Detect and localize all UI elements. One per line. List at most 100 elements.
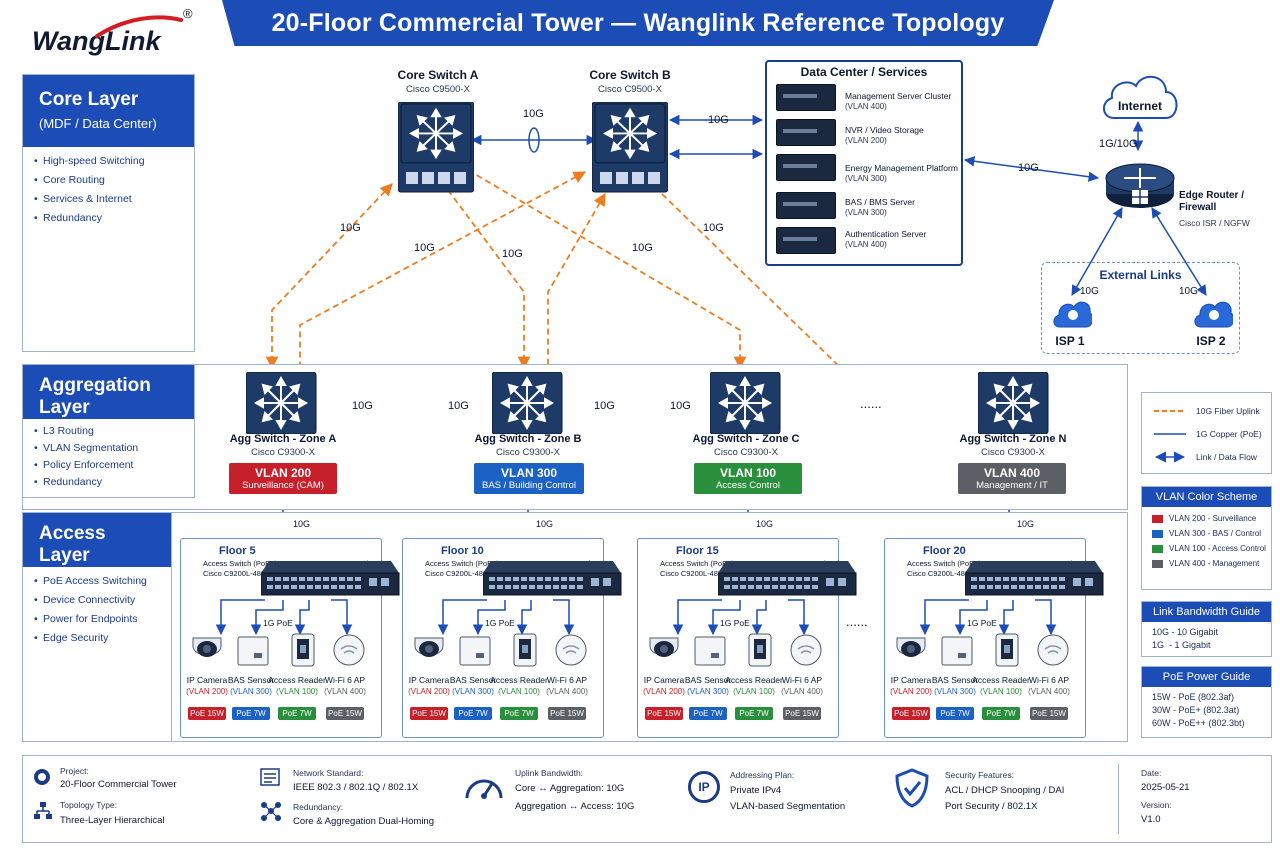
server-name: NVR / Video Storage <box>845 125 924 135</box>
security-value-2: Port Security / 802.1X <box>945 801 1038 812</box>
aggregation-layer-title: Aggregation Layer <box>39 375 151 418</box>
wifi-ap-icon[interactable] <box>788 633 824 667</box>
ip-camera-icon[interactable] <box>646 634 682 666</box>
floor-title: Floor 20 <box>923 545 966 557</box>
endpoint-name: IP Camera <box>408 675 450 685</box>
server-vlan: (VLAN 300) <box>845 208 887 217</box>
access-switch-icon[interactable] <box>718 561 858 597</box>
endpoint-name: Wi-Fi 6 AP <box>781 675 823 685</box>
core-switch-a-icon[interactable] <box>398 102 474 194</box>
core-switch-b-label: Core Switch B <box>589 68 671 82</box>
ip-camera-icon[interactable] <box>411 634 447 666</box>
bas-sensor-icon[interactable] <box>236 635 270 667</box>
wifi-ap-icon[interactable] <box>331 633 367 667</box>
floor-title: Floor 10 <box>441 545 484 557</box>
poe-chip: PoE 15W <box>1030 707 1068 720</box>
vlan-300-badge: VLAN 300 BAS / Building Control <box>474 463 584 494</box>
vlan-swatch <box>1152 544 1163 553</box>
access-switch-name: Access Switch (PoE+) <box>203 559 277 568</box>
bullet: VLAN Segmentation <box>34 442 194 454</box>
access-layer-title: Access Layer <box>39 523 106 566</box>
isp1-cloud-icon[interactable] <box>1052 297 1092 331</box>
bas-sensor-icon[interactable] <box>940 635 974 667</box>
bullet: Services & Internet <box>34 193 194 205</box>
ip-camera-icon[interactable] <box>189 634 225 666</box>
uplink-bandwidth-core: Core ↔ Aggregation: 10G <box>515 783 625 794</box>
bullet: Power for Endpoints <box>34 613 171 625</box>
core-switch-b-icon[interactable] <box>592 102 668 194</box>
poe-chip: PoE 15W <box>188 707 226 720</box>
access-reader-icon[interactable] <box>290 632 316 668</box>
endpoint-name: Access Reader <box>725 675 783 685</box>
endpoint-vlan: (VLAN 200) <box>643 687 685 696</box>
access-layer-panel: Access Layer (Floor / Edge) PoE Access S… <box>22 512 172 742</box>
endpoint-name: IP Camera <box>186 675 228 685</box>
uplink-bandwidth-label: Uplink Bandwidth: <box>515 768 584 778</box>
bandwidth-legend-title: Link Bandwidth Guide <box>1142 602 1271 622</box>
poe-chip: PoE 15W <box>783 707 821 720</box>
endpoint-vlan: (VLAN 400) <box>324 687 366 696</box>
vlan-legend-row: VLAN 400 - Management <box>1152 559 1271 568</box>
addressing-value-1: Private IPv4 <box>730 785 782 796</box>
ip-camera-icon[interactable] <box>893 634 929 666</box>
edge-router-icon[interactable] <box>1104 156 1176 210</box>
endpoint-vlan: (VLAN 100) <box>498 687 540 696</box>
poe-chip: PoE 7W <box>232 707 270 720</box>
access-reader-icon[interactable] <box>747 632 773 668</box>
server-vlan: (VLAN 400) <box>845 102 887 111</box>
vlan-desc: Access Control <box>716 480 780 491</box>
access-switch-icon[interactable] <box>261 561 401 597</box>
agg-link-speed: 10G <box>448 400 469 412</box>
access-reader-icon[interactable] <box>994 632 1020 668</box>
isp2-cloud-icon[interactable] <box>1193 297 1233 331</box>
vlan-legend-row: VLAN 100 - Access Control <box>1152 544 1271 553</box>
endpoint-vlan: (VLAN 100) <box>276 687 318 696</box>
access-switch-model: Cisco C9200L-48P-4G <box>425 569 501 578</box>
agg-switch-c-icon[interactable] <box>710 372 784 434</box>
vlan-legend-row: VLAN 300 - BAS / Control <box>1152 529 1271 538</box>
access-reader-icon[interactable] <box>512 632 538 668</box>
project-info-footer: Project: 20-Floor Commercial Tower Topol… <box>22 755 1272 843</box>
internet-uplink-speed: 1G/10G <box>1099 138 1138 150</box>
date-label: Date: <box>1141 768 1162 778</box>
endpoint-name: Wi-Fi 6 AP <box>1028 675 1070 685</box>
vlan-legend-label: VLAN 100 - Access Control <box>1169 544 1266 553</box>
endpoint-name: BAS Sensor <box>227 675 275 685</box>
floor-downlink-speed: 10G <box>756 519 774 529</box>
topology-label: Topology Type: <box>60 800 118 810</box>
bullet: Edge Security <box>34 632 171 644</box>
access-switch-icon[interactable] <box>965 561 1105 597</box>
endpoint-name: BAS Sensor <box>684 675 732 685</box>
access-switch-icon[interactable] <box>483 561 623 597</box>
agg-switch-b-icon[interactable] <box>492 372 566 434</box>
brand-logo: WangLink <box>32 26 161 56</box>
endpoint-name: BAS Sensor <box>931 675 979 685</box>
uplink-speed-label: 10G <box>632 242 653 254</box>
agg-switch-n-model: Cisco C9300-X <box>981 447 1045 458</box>
external-links-title: External Links <box>1099 268 1182 282</box>
project-label: Project: <box>60 766 89 776</box>
server-name: BAS / BMS Server <box>845 197 915 207</box>
endpoint-vlan: (VLAN 200) <box>408 687 450 696</box>
agg-link-speed: 10G <box>670 400 691 412</box>
server-icon <box>776 84 836 111</box>
wifi-ap-icon[interactable] <box>1035 633 1071 667</box>
registered-mark: ® <box>183 6 193 21</box>
wifi-ap-icon[interactable] <box>553 633 589 667</box>
floor-title: Floor 15 <box>676 545 719 557</box>
bas-sensor-icon[interactable] <box>693 635 727 667</box>
agg-switch-a-icon[interactable] <box>246 372 320 434</box>
server-name: Energy Management Platform <box>845 163 958 173</box>
vlan-legend-label: VLAN 400 - Management <box>1169 559 1260 568</box>
floor-ellipsis: ...... <box>846 614 868 629</box>
project-icon <box>34 769 50 785</box>
core-layer-panel: Core Layer (MDF / Data Center) High-spee… <box>22 74 195 352</box>
aggregation-layer-header: Aggregation Layer (Building-Zone) <box>23 365 194 439</box>
agg-switch-n-icon[interactable] <box>978 372 1052 434</box>
endpoint-vlan: (VLAN 400) <box>546 687 588 696</box>
redundancy-icon <box>261 802 281 821</box>
bas-sensor-icon[interactable] <box>458 635 492 667</box>
access-switch-name: Access Switch (PoE+) <box>425 559 499 568</box>
endpoint-name: IP Camera <box>643 675 685 685</box>
